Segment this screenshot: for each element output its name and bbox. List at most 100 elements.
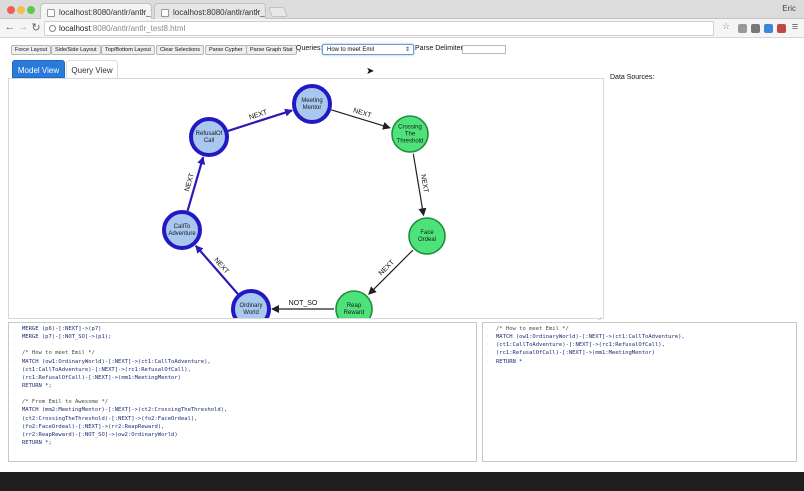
code-line[interactable]: · bbox=[9, 447, 476, 455]
cypher-editor[interactable]: ·MERGE (p6)-[:NEXT]->(p7)·MERGE (p7)-[:N… bbox=[8, 322, 477, 462]
line-gutter: · bbox=[12, 415, 16, 422]
graph-edge[interactable] bbox=[412, 153, 427, 217]
code-line[interactable]: ·/* How to meet Emil */ bbox=[9, 349, 476, 357]
code-line[interactable]: ·/* How to meet Emil */ bbox=[483, 325, 796, 333]
tab-model-view[interactable]: Model View bbox=[12, 60, 65, 78]
extension-icon[interactable] bbox=[738, 24, 747, 33]
graph-edge[interactable] bbox=[186, 156, 206, 212]
code-line[interactable]: ·(rc1:RefusalOfCall)-[:NEXT]->(mm1:Meeti… bbox=[9, 374, 476, 382]
code-line[interactable]: ·MERGE (p7)-[:NOT_SO]->(p1); bbox=[9, 333, 476, 341]
reload-icon[interactable]: ↻ bbox=[31, 22, 41, 34]
zoom-window-icon[interactable] bbox=[27, 6, 35, 14]
code-text: (ct1:CallToAdventure)-[:NEXT]->(rc1:Refu… bbox=[22, 366, 191, 373]
new-tab-button[interactable] bbox=[268, 7, 288, 17]
code-text: (rc1:RefusalOfCall)-[:NEXT]->(mm1:Meetin… bbox=[496, 350, 655, 357]
graph-node-ordinary[interactable]: OrdinaryWorld bbox=[231, 289, 271, 319]
node-label: Mentor bbox=[303, 105, 322, 111]
parse-cypher-button[interactable]: Parse Cypher bbox=[205, 45, 247, 55]
extension-icon[interactable] bbox=[764, 24, 773, 33]
graph-edge[interactable] bbox=[368, 249, 414, 295]
browser-tab-strip: localhost:8080/antlr/antlr_tes × localho… bbox=[0, 0, 804, 20]
close-window-icon[interactable] bbox=[7, 6, 15, 14]
extension-icon[interactable] bbox=[751, 24, 760, 33]
code-text: MATCH (mm2:MeetingMentor)-[:NEXT]->(ct2:… bbox=[22, 407, 228, 414]
side-side-layout-button[interactable]: Side/Side Layout bbox=[51, 45, 101, 55]
code-line[interactable]: ·RETURN * bbox=[483, 358, 796, 366]
page-icon bbox=[161, 9, 169, 17]
queries-select[interactable]: How to meet Emil ⇕ bbox=[322, 44, 414, 55]
clear-selections-button[interactable]: Clear Selections bbox=[156, 45, 205, 55]
code-line[interactable]: ·MERGE (p6)-[:NEXT]->(p7) bbox=[9, 325, 476, 333]
node-circle[interactable] bbox=[231, 289, 271, 319]
code-line[interactable]: ·MATCH (mm2:MeetingMentor)-[:NEXT]->(ct2… bbox=[9, 406, 476, 414]
code-line[interactable]: · bbox=[9, 341, 476, 349]
profile-name[interactable]: Eric bbox=[782, 4, 796, 13]
code-line[interactable]: · bbox=[9, 390, 476, 398]
top-bottom-layout-button[interactable]: Top/Bottom Layout bbox=[101, 45, 155, 55]
parse-graph-stat-button[interactable]: Parse Graph Stat bbox=[246, 45, 297, 55]
code-text: (ct2:CrossingTheThreshold)-[:NEXT]->(fo2… bbox=[22, 415, 198, 422]
node-circle[interactable] bbox=[391, 115, 429, 153]
node-circle[interactable] bbox=[335, 290, 373, 319]
code-line[interactable]: ·(fo2:FaceOrdeal)-[:NEXT]->(rr2:ReapRewa… bbox=[9, 423, 476, 431]
browser-toolbar: ← → ↻ localhost:8080/antlr/antlr_test8.h… bbox=[0, 19, 804, 38]
line-gutter: · bbox=[12, 448, 16, 455]
node-circle[interactable] bbox=[189, 117, 229, 157]
code-line[interactable]: ·(rc1:RefusalOfCall)-[:NEXT]->(mm1:Meeti… bbox=[483, 349, 796, 357]
code-line[interactable]: · MATCH (ow1:OrdinaryWorld)-[:NEXT]->(ct1… bbox=[483, 333, 796, 341]
browser-tab-2[interactable]: localhost:8080/antlr/antlr_tes × bbox=[154, 3, 266, 20]
line-gutter: · bbox=[12, 358, 16, 365]
code-text: (fo2:FaceOrdeal)-[:NEXT]->(rr2:ReapRewar… bbox=[22, 423, 165, 430]
code-line[interactable]: ·/* From Emil to Awesome */ bbox=[9, 398, 476, 406]
code-text: MERGE (p6)-[:NEXT]->(p7) bbox=[22, 326, 102, 332]
back-icon[interactable]: ← bbox=[4, 21, 16, 33]
line-gutter: · bbox=[486, 326, 490, 332]
graph-node-refusal[interactable]: RefusalOfCall bbox=[189, 117, 229, 157]
line-gutter: · bbox=[12, 382, 16, 389]
code-text: MATCH (ow1:OrdinaryWorld)-[:NEXT]->(ct1:… bbox=[496, 334, 685, 341]
code-line[interactable]: ·RETURN *; bbox=[9, 439, 476, 447]
code-line[interactable]: ·(ct1:CallToAdventure)-[:NEXT]->(rc1:Ref… bbox=[483, 341, 796, 349]
query-editor[interactable]: ·/* How to meet Emil */· MATCH (ow1:Ordin… bbox=[482, 322, 797, 462]
code-line[interactable]: ·MATCH (ow1:OrdinaryWorld)-[:NEXT]->(ct1… bbox=[9, 358, 476, 366]
tab-query-view[interactable]: Query View bbox=[66, 60, 118, 78]
browser-tab-1[interactable]: localhost:8080/antlr/antlr_tes × bbox=[40, 3, 152, 20]
graph-edge[interactable] bbox=[227, 108, 293, 132]
code-line[interactable]: ·RETURN *; bbox=[9, 382, 476, 390]
address-bar[interactable]: localhost:8080/antlr/antlr_test8.html bbox=[44, 21, 714, 36]
close-tab-icon[interactable]: × bbox=[140, 7, 146, 17]
menu-icon[interactable]: ≡ bbox=[791, 21, 799, 33]
graph-node-face[interactable]: FaceOrdeal bbox=[408, 217, 446, 255]
node-circle[interactable] bbox=[408, 217, 446, 255]
code-line[interactable]: · (ct2:CrossingTheThreshold)-[:NEXT]->(fo… bbox=[9, 415, 476, 423]
control-bar: Force Layout Side/Side Layout Top/Bottom… bbox=[0, 40, 804, 58]
parse-delimiter-input[interactable] bbox=[462, 45, 506, 54]
data-sources-label: Data Sources: bbox=[610, 74, 655, 81]
graph-edge[interactable] bbox=[330, 109, 391, 130]
bookmark-star-icon[interactable]: ☆ bbox=[722, 21, 731, 31]
graph-node-meeting[interactable]: MeetingMentor bbox=[292, 84, 332, 124]
graph-node-callto[interactable]: CallToAdventure bbox=[162, 210, 202, 250]
code-line[interactable]: ·(ct1:CallToAdventure)-[:NEXT]->(rc1:Ref… bbox=[9, 366, 476, 374]
forward-icon[interactable]: → bbox=[17, 21, 29, 33]
line-gutter: · bbox=[12, 391, 16, 398]
extension-icon[interactable] bbox=[777, 24, 786, 33]
resize-handle-icon[interactable]: ⌟ bbox=[598, 314, 602, 321]
line-gutter: · bbox=[486, 334, 490, 341]
node-circle[interactable] bbox=[292, 84, 332, 124]
code-text: RETURN *; bbox=[22, 439, 52, 446]
close-tab-icon[interactable]: × bbox=[254, 7, 260, 17]
node-circle[interactable] bbox=[162, 210, 202, 250]
code-line[interactable]: ·(rr2:ReapReward)-[:NOT_SO]->(ow2:Ordina… bbox=[9, 431, 476, 439]
graph-node-reap[interactable]: ReapReward bbox=[335, 290, 373, 319]
globe-icon bbox=[49, 25, 56, 32]
minimize-window-icon[interactable] bbox=[17, 6, 25, 14]
graph-node-crossing[interactable]: CrossingTheThreshold bbox=[391, 115, 429, 153]
code-text: (rr2:ReapReward)-[:NOT_SO]->(ow2:Ordinar… bbox=[22, 431, 178, 438]
node-label: Ordinary bbox=[239, 303, 262, 309]
node-label: Call bbox=[204, 138, 214, 144]
force-layout-button[interactable]: Force Layout bbox=[11, 45, 52, 55]
graph-edge[interactable] bbox=[194, 245, 239, 295]
